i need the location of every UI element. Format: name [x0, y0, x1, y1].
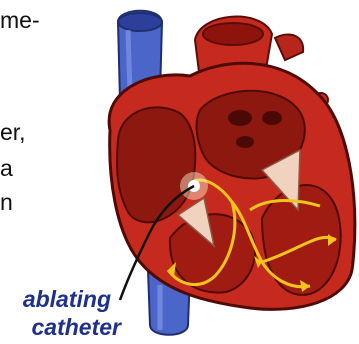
caption-line-1: ablating: [23, 286, 111, 312]
heart-body: [109, 63, 355, 309]
text-fragment-3: n: [0, 190, 13, 214]
caption-line-2: catheter: [32, 314, 121, 340]
text-fragment-0: me-: [0, 8, 40, 32]
text-fragment-2: a: [0, 156, 13, 180]
text-fragment-1: er,: [0, 120, 26, 144]
